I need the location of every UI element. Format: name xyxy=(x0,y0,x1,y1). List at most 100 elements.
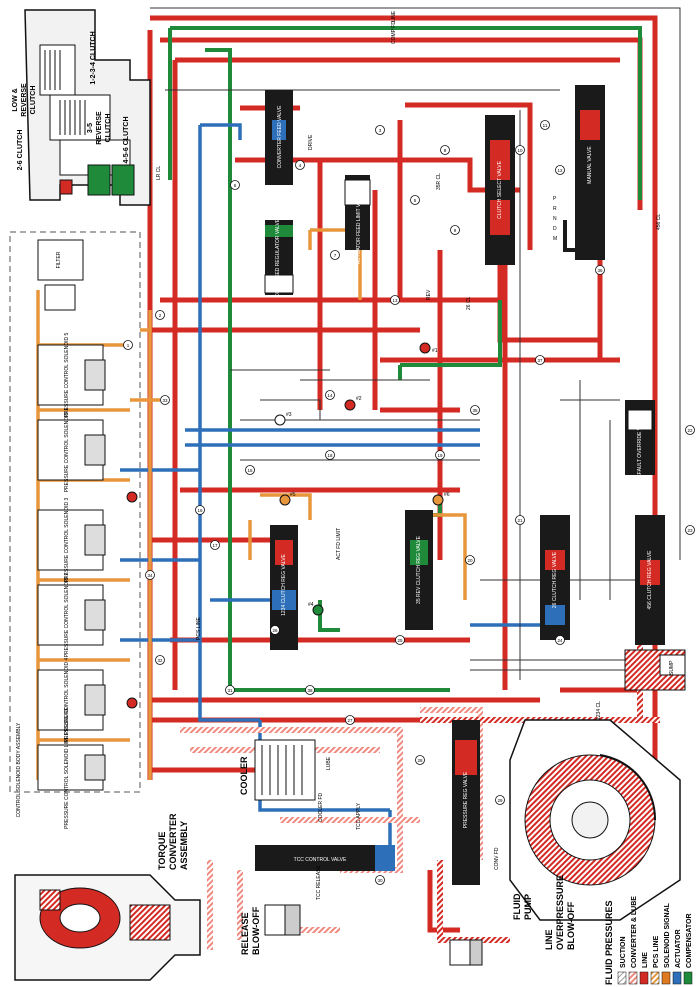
circuit-number: 9 xyxy=(454,228,457,233)
manual-position-d: D xyxy=(553,226,557,232)
release-blowoff-label-a: RELEASE xyxy=(240,912,250,955)
circuit-bubble xyxy=(685,525,695,535)
clutch-26-regulator-label: 26 CLUTCH REG VALVE xyxy=(552,551,558,608)
legend-swatch xyxy=(683,971,693,985)
circuit-number: 19 xyxy=(437,453,443,458)
circuit-bubble xyxy=(390,295,400,305)
passage-line-1: LINE xyxy=(391,10,397,22)
circuit-bubble xyxy=(495,795,505,805)
cooler-label: COOLER xyxy=(239,756,249,795)
legend-item-label: LINE xyxy=(642,952,649,968)
circuit-number: 17 xyxy=(212,543,218,548)
solenoid-pcs2: PRESSURE CONTROL SOLENOID 2 xyxy=(37,573,106,658)
check-ball-5: #5 xyxy=(290,492,296,498)
circuit-number: 11 xyxy=(543,123,548,128)
torque-converter-label-b: CONVERTER xyxy=(168,813,178,870)
compensator-circuit xyxy=(168,26,642,692)
solenoid-pcs1-label: PRESSURE CONTROL SOLENOID 1 xyxy=(64,408,70,493)
circuit-number: 24 xyxy=(557,638,563,643)
release-blowoff-label-b: BLOW-OFF xyxy=(251,906,261,955)
fluid-pump-label-b: PUMP xyxy=(523,894,533,920)
release-blowoff: RELEASE BLOW-OFF xyxy=(240,904,301,955)
legend-item-label: PCS LINE xyxy=(653,935,660,968)
passage-1234-cl: 1234 CL xyxy=(596,701,602,720)
line-overpressure-blowoff: LINE OVERPRESSURE BLOW-OFF xyxy=(449,875,576,966)
circuit-bubble xyxy=(515,515,525,525)
solenoid-pcs1: PRESSURE CONTROL SOLENOID 1 xyxy=(37,408,106,493)
circuit-bubble xyxy=(330,250,340,260)
cooler: COOLER xyxy=(239,739,316,801)
circuit-number: 6 xyxy=(234,183,237,188)
circuit-number: 3 xyxy=(379,128,382,133)
clutch-1234-label: 1-2-3-4 CLUTCH xyxy=(90,31,97,84)
circuit-bubble xyxy=(195,505,205,515)
legend-item-label: COMPENSATOR xyxy=(686,913,693,968)
pressure-regulator-valve: PRESSURE REG VALVE xyxy=(452,720,480,885)
check-balls: #1 #2 #3 #4 #5 #6 xyxy=(126,342,450,709)
line-overpressure-label-b: OVERPRESSURE xyxy=(555,875,565,950)
control-solenoid-body: FILTER PRESSURE CONTROL SOLENOID 5 PRESS… xyxy=(9,231,141,829)
circuit-number: 33 xyxy=(162,398,168,403)
circuit-number: 27 xyxy=(347,718,353,723)
solenoid-pcs2-label: PRESSURE CONTROL SOLENOID 2 xyxy=(64,573,70,658)
legend-item-label: SOLENOID SIGNAL xyxy=(664,902,671,968)
manual-position-n: N xyxy=(553,216,557,222)
torque-converter-label-a: TORQUE xyxy=(157,832,167,870)
manual-valve-label: MANUAL VALVE xyxy=(587,146,593,184)
passage-26-cl: 26 CL xyxy=(466,296,472,310)
solenoid-pcs5-label: PRESSURE CONTROL SOLENOID 5 xyxy=(64,333,70,418)
passage-comp-feed: COMP FD xyxy=(391,21,397,44)
clutch-456-regulator-label: 456 CLUTCH REG VALVE xyxy=(647,550,653,610)
circuit-bubble xyxy=(555,635,565,645)
manual-position-m: M xyxy=(553,236,557,242)
circuit-bubble xyxy=(123,340,133,350)
circuit-bubble xyxy=(450,225,460,235)
default-override-label: DEFAULT OVERRIDE VALVE xyxy=(637,414,643,481)
passage-tcc-release: TCC RELEASE xyxy=(316,865,322,900)
circuit-bubble xyxy=(375,125,385,135)
circuit-number: 5 xyxy=(414,198,417,203)
control-assembly-label: CONTROL SOLENOID BODY ASSEMBLY xyxy=(16,722,22,817)
circuit-number: 25 xyxy=(397,638,403,643)
circuit-number: 34 xyxy=(147,573,153,578)
sump-label: SUMP xyxy=(669,660,675,675)
circuit-bubble xyxy=(410,195,420,205)
converter-feed-valve-label: CONVERTER FEED VALVE xyxy=(277,105,283,168)
clutch-35r-label-a: 3-5 xyxy=(87,123,94,133)
legend-swatch xyxy=(617,971,627,985)
clutch-select-label: CLUTCH SELECT VALVE xyxy=(497,160,503,218)
line-overpressure-label-c: BLOW-OFF xyxy=(566,901,576,950)
fluid-pump: FLUID PUMP xyxy=(509,719,681,921)
sump: SUMP xyxy=(624,649,686,691)
hydraulic-circuits xyxy=(36,7,681,950)
solenoid-pcs-lp: PRESSURE CONTROL SOLENOID LINE PRESSURE xyxy=(37,706,106,829)
circuit-number: 18 xyxy=(327,453,333,458)
manual-position-r: R xyxy=(553,206,557,212)
circuit-bubble xyxy=(325,450,335,460)
low-reverse-label-a: LOW & xyxy=(12,88,19,111)
actuator-circuit xyxy=(120,123,550,850)
circuit-bubble xyxy=(155,310,165,320)
passage-35r-cl: 35R CL xyxy=(436,173,442,190)
tcc-control-valve: TCC CONTROL VALVE xyxy=(255,845,395,871)
torque-converter: TORQUE CONVERTER ASSEMBLY xyxy=(14,813,201,981)
low-reverse-label-c: CLUTCH xyxy=(30,86,37,115)
comp-feed-regulator-valve: COMP FEED REGULATOR VALVE xyxy=(264,218,294,297)
legend-title: FLUID PRESSURES xyxy=(604,900,614,985)
circuit-number: 38 xyxy=(307,688,313,693)
circuit-bubble xyxy=(295,160,305,170)
passage-lr-cl: LR CL xyxy=(156,166,162,180)
circuit-number: 12 xyxy=(557,168,563,173)
circuit-number: 29 xyxy=(497,798,503,803)
legend-item-label: SUCTION xyxy=(620,937,627,969)
line-overpressure-label-a: LINE xyxy=(544,929,554,950)
circuit-number: 10 xyxy=(517,148,523,153)
circuit-bubble xyxy=(535,355,545,365)
circuit-bubble xyxy=(395,635,405,645)
passage-cooler-feed: COOLER FD xyxy=(318,792,324,822)
legend-swatch xyxy=(661,971,671,985)
actuator-feed-limit-valve: ACTUATOR FEED LIMIT VALVE xyxy=(344,175,371,264)
circuit-number: 36 xyxy=(597,268,603,273)
